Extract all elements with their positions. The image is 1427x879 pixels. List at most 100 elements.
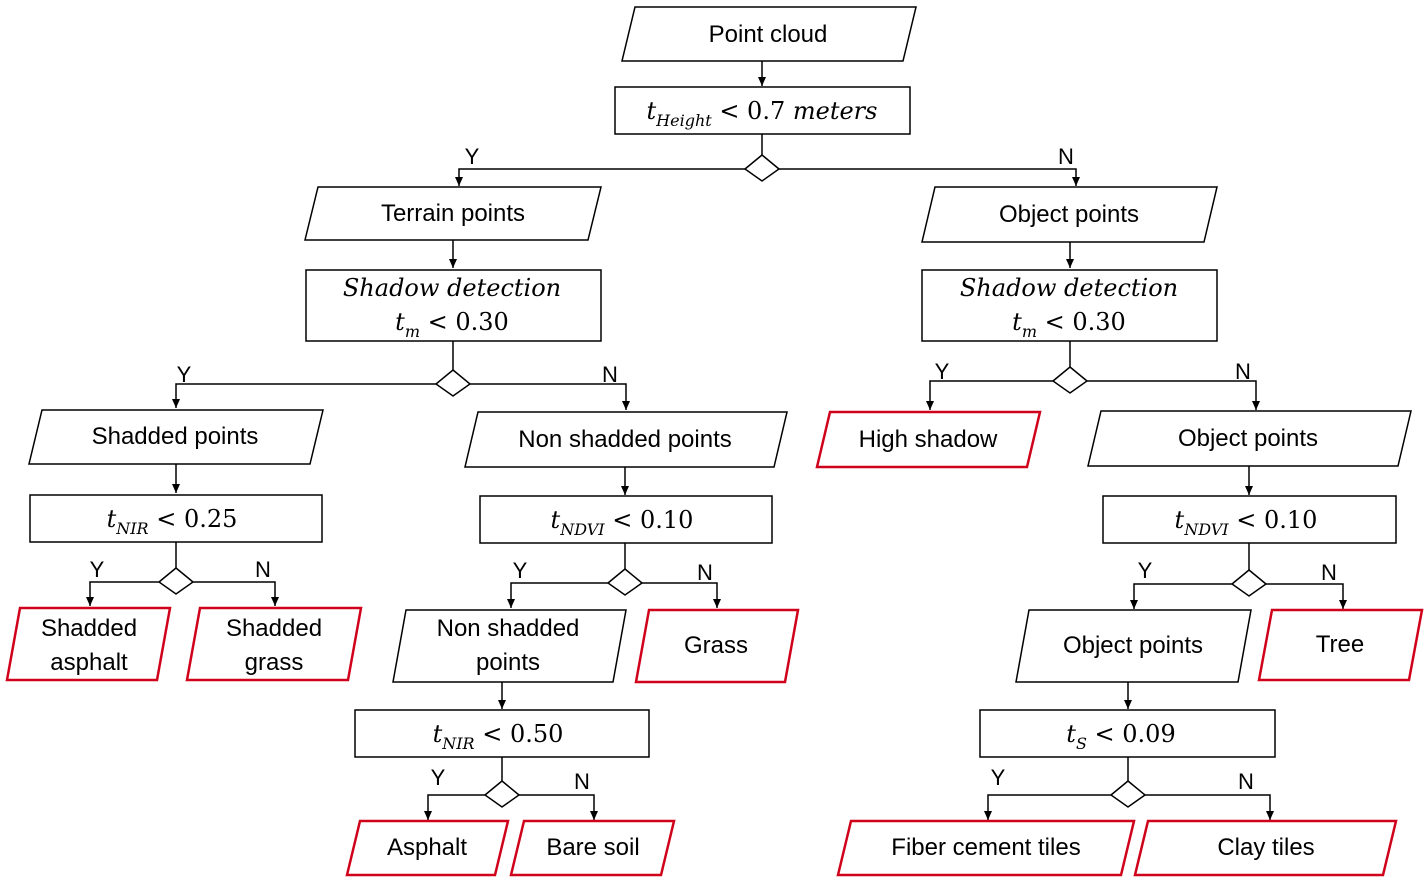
edge-height-yes	[455, 168, 745, 186]
decision-diamond-nir025	[157, 567, 195, 595]
edge-ndvi-b-no	[1266, 583, 1347, 609]
node-non-shaded-points: Non shadded points	[464, 411, 788, 468]
node-bare-soil: Bare soil	[509, 819, 676, 877]
node-label: Grass	[684, 632, 748, 659]
node-title: Shadow detection	[960, 274, 1178, 302]
node-label: Clay tiles	[1217, 834, 1314, 861]
node-shaded-asphalt: Shadded asphalt	[5, 606, 172, 682]
branch-label-no: N	[1058, 144, 1074, 169]
node-label-line1: Non shadded	[437, 615, 580, 642]
branch-label-yes: Y	[991, 765, 1006, 790]
edge-nir025-yes	[86, 581, 159, 606]
branch-label-no: N	[697, 560, 713, 585]
node-shadow-detection-terrain: Shadow detection tm < 0.30	[305, 269, 602, 342]
edge-ndvi-b-yes	[1130, 583, 1232, 609]
node-label: Object points	[1063, 632, 1203, 659]
node-label: Asphalt	[387, 834, 467, 861]
node-condition: tNDVI < 0.10	[1175, 506, 1318, 539]
branch-label-no: N	[1321, 560, 1337, 585]
decision-diamond-s	[1109, 780, 1147, 808]
node-shaded-grass: Shadded grass	[185, 606, 363, 682]
node-condition: tNDVI < 0.10	[551, 506, 694, 539]
node-object-points-1: Object points	[921, 186, 1218, 243]
node-condition: tm < 0.30	[1012, 308, 1126, 341]
edge-shadow-right-no	[1087, 380, 1260, 410]
edge-nir050-yes	[424, 794, 485, 820]
edge-nir025-no	[193, 581, 279, 606]
decision-diamond-shadow-right	[1051, 366, 1089, 394]
branch-label-yes: Y	[1138, 558, 1153, 583]
node-high-shadow: High shadow	[815, 410, 1042, 469]
node-ndvi-010-object: tNDVI < 0.10	[1102, 495, 1397, 544]
edge-nir050-no	[519, 794, 598, 820]
edge-shadow-left-yes	[172, 383, 436, 408]
node-object-points-3: Object points	[1015, 609, 1252, 683]
branch-label-no: N	[1235, 359, 1251, 384]
decision-diamond-nir050	[483, 780, 521, 808]
decision-diamond-shadow-left	[434, 369, 472, 397]
node-label: Terrain points	[381, 200, 525, 227]
node-height-test: tHeight < 0.7 meters	[614, 86, 911, 135]
edge-s-no	[1145, 794, 1274, 820]
edge-ndvi-a-no	[642, 582, 721, 608]
node-label: Object points	[999, 201, 1139, 228]
node-condition: tS < 0.09	[1066, 720, 1175, 753]
node-point-cloud: Point cloud	[621, 6, 917, 62]
node-condition: tm < 0.30	[395, 308, 509, 341]
node-label-line2: grass	[245, 649, 304, 676]
branch-label-no: N	[574, 769, 590, 794]
decision-diamond-ndvi-a	[606, 568, 644, 596]
node-label: Point cloud	[709, 21, 828, 48]
node-non-shaded-points-2: Non shadded points	[392, 609, 627, 683]
node-grass: Grass	[634, 608, 800, 684]
node-shaded-points: Shadded points	[28, 409, 324, 465]
branch-label-yes: Y	[431, 765, 446, 790]
branch-label-yes: Y	[465, 144, 480, 169]
node-label: Object points	[1178, 425, 1318, 452]
edge-shadow-right-yes	[926, 380, 1053, 410]
decision-diamond-ndvi-b	[1230, 569, 1268, 597]
node-label-line1: Shadded	[226, 615, 322, 642]
node-tree: Tree	[1257, 608, 1424, 682]
node-condition: tNIR < 0.25	[107, 505, 238, 538]
node-nir-025: tNIR < 0.25	[29, 494, 323, 543]
decision-diamonds	[157, 154, 1268, 808]
edge-height-no	[779, 168, 1080, 186]
branch-label-yes: Y	[513, 558, 528, 583]
node-s-009: tS < 0.09	[979, 709, 1276, 758]
node-ndvi-010-terrain: tNDVI < 0.10	[479, 495, 773, 544]
node-clay-tiles: Clay tiles	[1133, 819, 1398, 877]
node-label-line2: points	[476, 649, 540, 676]
node-fiber-cement-tiles: Fiber cement tiles	[836, 819, 1136, 877]
branch-label-yes: Y	[90, 557, 105, 582]
branch-label-yes: Y	[935, 359, 950, 384]
node-object-points-2: Object points	[1087, 410, 1412, 467]
node-title: Shadow detection	[343, 274, 561, 302]
node-condition: tNIR < 0.50	[433, 720, 564, 753]
branch-label-no: N	[602, 362, 618, 387]
branch-labels: Y N Y N Y N Y N Y N Y N Y N Y N	[90, 144, 1337, 794]
node-label: High shadow	[859, 426, 998, 453]
node-label-line2: asphalt	[50, 649, 128, 676]
branch-label-yes: Y	[177, 362, 192, 387]
node-condition: tHeight < 0.7 meters	[647, 97, 878, 130]
edge-shadow-left-no	[470, 383, 630, 410]
edge-ndvi-a-yes	[507, 582, 608, 608]
node-nir-050: tNIR < 0.50	[354, 709, 650, 758]
node-label: Non shadded points	[518, 426, 732, 453]
node-label-line1: Shadded	[41, 615, 137, 642]
node-label: Fiber cement tiles	[891, 834, 1080, 861]
node-terrain-points: Terrain points	[304, 186, 602, 241]
node-asphalt: Asphalt	[345, 819, 510, 877]
node-label: Shadded points	[92, 423, 259, 450]
node-shadow-detection-object: Shadow detection tm < 0.30	[921, 269, 1218, 342]
connectors	[86, 61, 1347, 820]
node-label: Tree	[1316, 631, 1364, 658]
edge-s-yes	[984, 794, 1111, 820]
node-label: Bare soil	[546, 834, 639, 861]
branch-label-no: N	[1238, 769, 1254, 794]
branch-label-no: N	[255, 557, 271, 582]
decision-diamond-height	[743, 154, 781, 182]
